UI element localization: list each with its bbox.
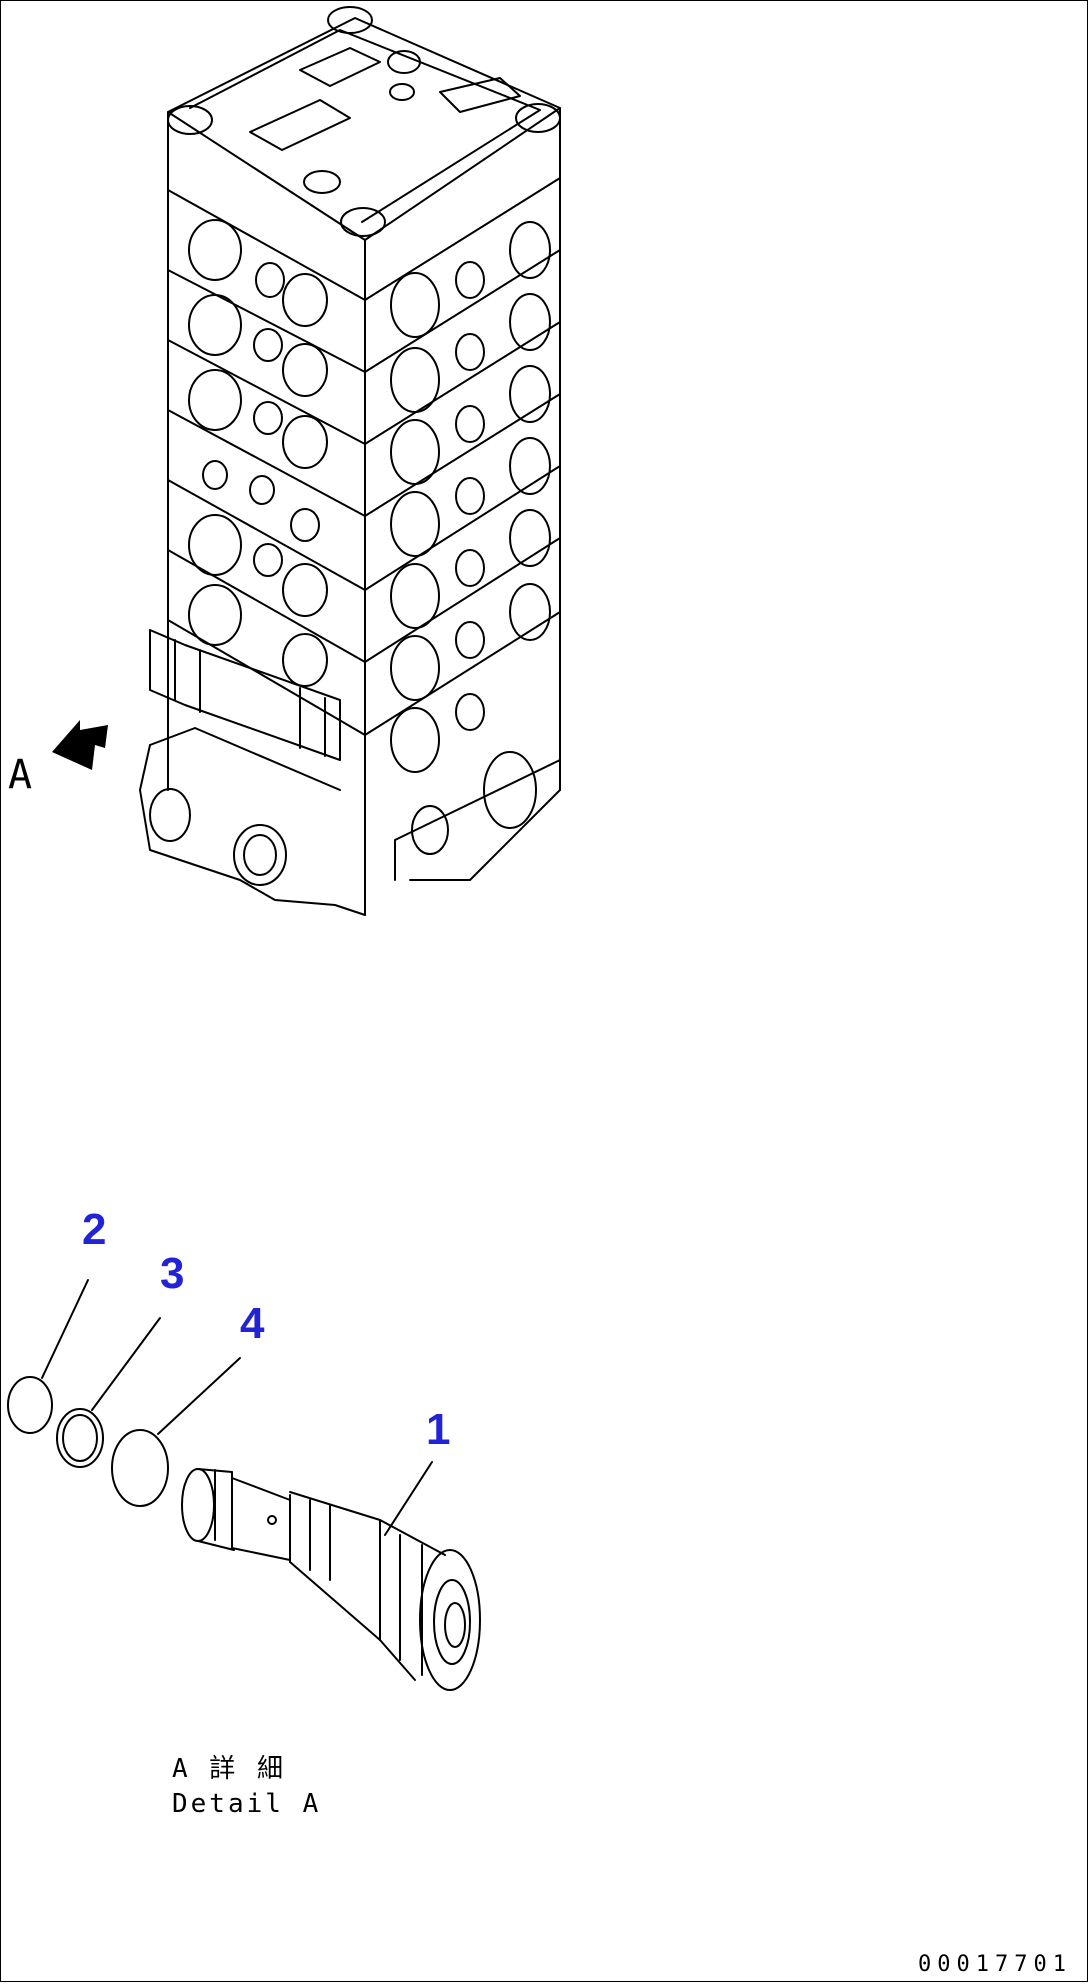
detail-caption: A 詳 細 Detail A: [172, 1752, 321, 1822]
part-4-ring: [111, 1429, 169, 1507]
part-3-ring-inner: [62, 1414, 98, 1462]
leader-line-1: [384, 1461, 433, 1536]
leader-line-2: [41, 1279, 89, 1379]
leader-line-4: [157, 1357, 241, 1435]
leader-line-3: [91, 1317, 161, 1411]
part-2-ring: [7, 1376, 53, 1434]
view-arrow-label: A: [8, 752, 33, 798]
callout-4[interactable]: 4: [240, 1299, 265, 1348]
drawing-id: 00017701: [918, 1952, 1072, 1977]
part-3-ring-outer: [56, 1408, 104, 1468]
control-valve-stack: [139, 6, 561, 916]
caption-en: Detail A: [172, 1789, 322, 1820]
caption-jp: A 詳 細: [172, 1754, 286, 1784]
callout-1[interactable]: 1: [426, 1405, 451, 1454]
callout-2[interactable]: 2: [82, 1205, 107, 1254]
view-arrow-icon: [52, 720, 108, 770]
part-1-valve: [181, 1468, 481, 1691]
callout-3[interactable]: 3: [160, 1249, 185, 1298]
